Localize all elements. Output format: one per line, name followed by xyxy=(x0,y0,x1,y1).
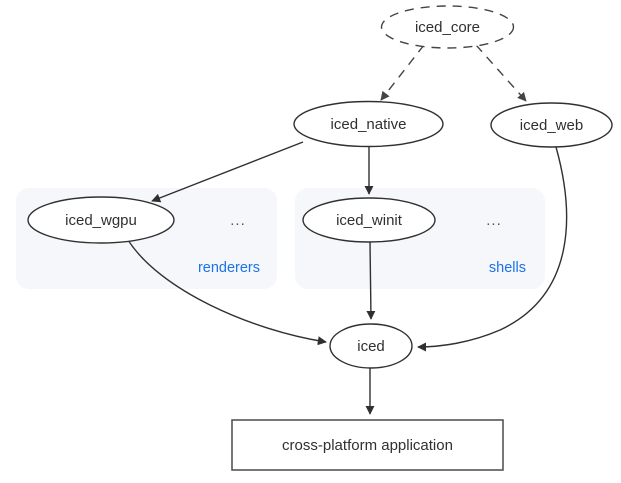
group-renderers-ellipsis: ... xyxy=(230,212,246,229)
edges-layer xyxy=(127,44,568,415)
edge-web-to-iced xyxy=(417,146,568,352)
edge-wgpu-to-iced xyxy=(127,239,327,346)
node-iced[interactable]: iced xyxy=(329,323,413,369)
node-iced-winit-shape[interactable] xyxy=(302,197,436,243)
node-application[interactable]: cross-platform application xyxy=(231,419,504,471)
node-application-shape[interactable] xyxy=(231,419,504,471)
node-iced-shape[interactable] xyxy=(329,323,413,369)
edge-native-to-wgpu xyxy=(151,141,304,203)
group-renderers-label: renderers xyxy=(198,260,260,276)
edge-winit-to-iced xyxy=(366,241,376,320)
node-iced-core[interactable]: iced_core xyxy=(380,5,515,49)
node-iced-native-shape[interactable] xyxy=(293,100,444,148)
node-iced-winit[interactable]: iced_winit xyxy=(302,197,436,243)
edge-core-to-native xyxy=(380,44,425,101)
node-iced-wgpu[interactable]: iced_wgpu xyxy=(27,196,175,244)
group-shells-label: shells xyxy=(489,260,526,276)
node-iced-wgpu-shape[interactable] xyxy=(27,196,175,244)
node-iced-web-shape[interactable] xyxy=(490,102,613,148)
edge-core-to-web xyxy=(475,44,527,102)
node-iced-native[interactable]: iced_native xyxy=(293,100,444,148)
group-shells-ellipsis: ... xyxy=(486,212,502,229)
node-iced-core-shape[interactable] xyxy=(380,5,515,49)
node-iced-web[interactable]: iced_web xyxy=(490,102,613,148)
